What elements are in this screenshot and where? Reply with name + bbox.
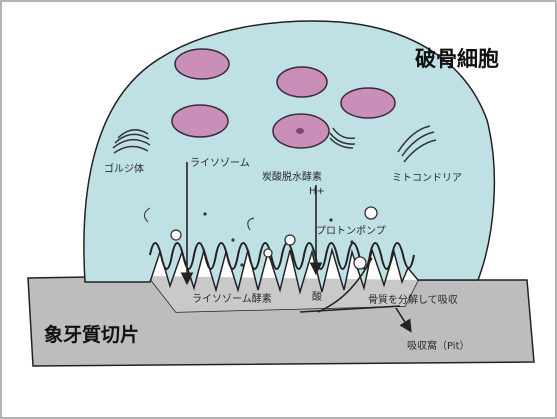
dissolve-label: 骨質を分解して吸収 xyxy=(368,293,458,306)
nucleus xyxy=(172,105,228,137)
golgi-label: ゴルジ体 xyxy=(104,162,144,175)
acid-label: 酸 xyxy=(312,290,322,303)
mitochondria-label: ミトコンドリア xyxy=(392,173,462,184)
h-plus-label: H+ xyxy=(309,186,325,197)
proton-pump-label: プロトンポンプ xyxy=(316,225,386,237)
nucleus xyxy=(175,49,229,79)
nucleus xyxy=(341,88,395,118)
title-label: 破骨細胞 xyxy=(415,47,499,71)
lysosomal-enzymes-label: ライソゾーム酵素 xyxy=(192,292,272,305)
resorption-pit-label: 吸収窩（Pit） xyxy=(407,339,470,352)
nucleolus xyxy=(296,128,304,134)
nucleus xyxy=(277,67,327,97)
ivory-slice-label: 象牙質切片 xyxy=(44,323,139,346)
carbonic-anhydrase-label: 炭酸脱水酵素 xyxy=(262,170,322,183)
lysosome-label: ライソゾーム xyxy=(190,157,250,169)
